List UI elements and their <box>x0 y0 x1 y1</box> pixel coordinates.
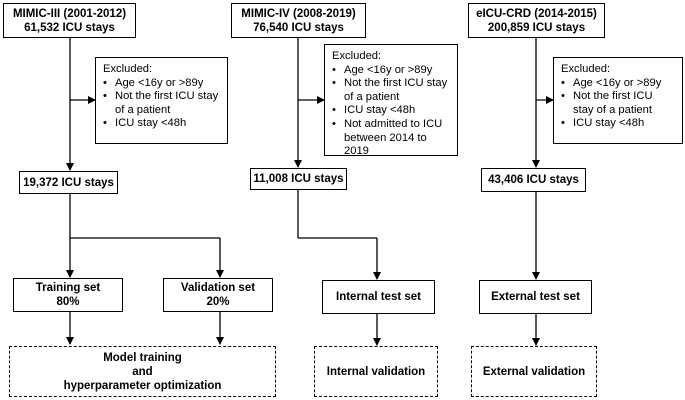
model-training-line3: hyperparameter optimization <box>63 379 222 392</box>
external-validation-box: External validation <box>471 346 597 397</box>
cohort-box-eicu: 43,406 ICU stays <box>481 168 586 192</box>
training-set-pct: 80% <box>56 296 80 308</box>
exclusion-item: ICU stay <48h <box>561 117 676 131</box>
exclusion-item: Age <16y or >89y <box>561 77 676 91</box>
exclusion-list: Age <16y or >89y Not the first ICU stay … <box>561 77 676 131</box>
cohort-count-mimic4: 11,008 ICU stays <box>253 173 344 185</box>
source-box-mimic4: MIMIC-IV (2008-2019) 76,540 ICU stays <box>231 3 366 38</box>
exclusion-item: ICU stay <48h <box>332 104 451 118</box>
exclusion-item: ICU stay <48h <box>103 117 221 131</box>
exclusion-box-mimic4: Excluded: Age <16y or >89y Not the first… <box>324 44 458 159</box>
exclusion-item: Not admitted to ICU between 2014 to 2019 <box>332 118 451 159</box>
exclusion-heading: Excluded: <box>103 63 153 75</box>
exclusion-item: Age <16y or >89y <box>103 77 221 91</box>
exclusion-list: Age <16y or >89y Not the first ICU stay … <box>332 64 451 159</box>
exclusion-box-eicu: Excluded: Age <16y or >89y Not the first… <box>553 57 683 144</box>
source-title-mimic3: MIMIC-III (2001-2012) <box>12 7 127 20</box>
source-count-mimic3: 61,532 ICU stays <box>24 21 115 34</box>
cohort-box-mimic3: 19,372 ICU stays <box>19 171 118 194</box>
external-test-set-box: External test set <box>479 280 592 314</box>
exclusion-item: Not the first ICU stay of a patient <box>561 90 676 117</box>
training-set-title: Training set <box>35 282 101 294</box>
exclusion-item: Not the first ICU stay of a patient <box>103 90 221 117</box>
validation-set-title: Validation set <box>180 282 256 294</box>
source-box-mimic3: MIMIC-III (2001-2012) 61,532 ICU stays <box>3 3 136 38</box>
exclusion-item: Not the first ICU stay of a patient <box>332 77 451 104</box>
validation-set-box: Validation set 20% <box>163 278 273 312</box>
internal-validation-box: Internal validation <box>314 346 438 397</box>
external-test-set-label: External test set <box>491 291 580 303</box>
source-title-eicu: eICU-CRD (2014-2015) <box>476 7 597 20</box>
source-title-mimic4: MIMIC-IV (2008-2019) <box>241 7 356 20</box>
validation-set-pct: 20% <box>206 296 230 308</box>
exclusion-list: Age <16y or >89y Not the first ICU stay … <box>103 77 221 131</box>
model-training-line2: and <box>132 365 153 378</box>
cohort-count-eicu: 43,406 ICU stays <box>488 174 579 186</box>
internal-test-set-label: Internal test set <box>336 291 421 303</box>
internal-validation-label: Internal validation <box>326 365 426 378</box>
external-validation-label: External validation <box>482 365 586 378</box>
source-count-mimic4: 76,540 ICU stays <box>253 21 344 34</box>
exclusion-item: Age <16y or >89y <box>332 64 451 78</box>
exclusion-heading: Excluded: <box>332 50 382 62</box>
exclusion-box-mimic3: Excluded: Age <16y or >89y Not the first… <box>95 57 228 144</box>
model-training-line1: Model training <box>103 351 182 364</box>
cohort-count-mimic3: 19,372 ICU stays <box>23 176 114 189</box>
cohort-box-mimic4: 11,008 ICU stays <box>250 168 347 190</box>
exclusion-heading: Excluded: <box>561 63 611 75</box>
source-box-eicu: eICU-CRD (2014-2015) 200,859 ICU stays <box>468 3 605 38</box>
internal-test-set-box: Internal test set <box>322 280 435 314</box>
model-training-box: Model training and hyperparameter optimi… <box>9 346 276 397</box>
source-count-eicu: 200,859 ICU stays <box>487 21 586 34</box>
training-set-box: Training set 80% <box>13 278 123 312</box>
